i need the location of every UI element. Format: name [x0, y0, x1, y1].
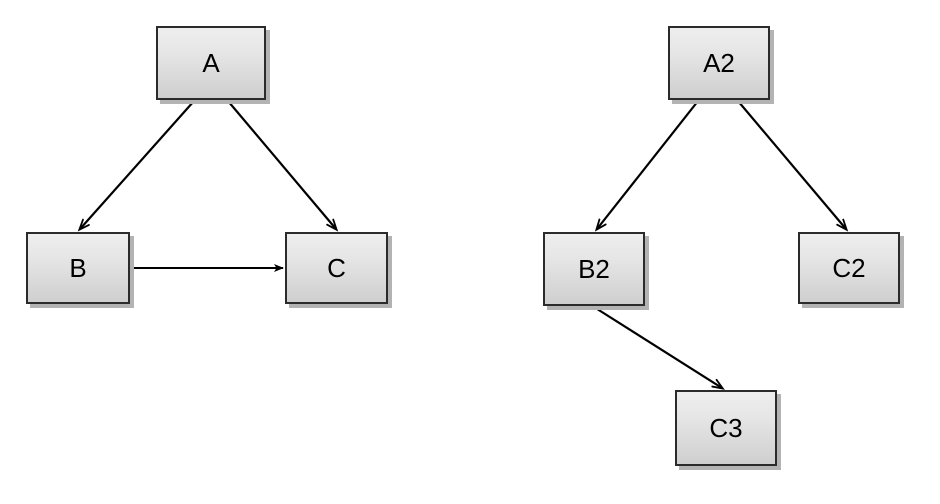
node-c2[interactable]: C2: [798, 232, 900, 304]
node-c3[interactable]: C3: [675, 390, 777, 466]
node-label-c3: C3: [709, 413, 743, 443]
edge-b2-to-c3: [593, 306, 725, 390]
edge-a2-to-c2: [737, 100, 849, 232]
node-label-c2: C2: [832, 253, 866, 283]
edge-a-to-b: [77, 100, 195, 232]
node-b2[interactable]: B2: [543, 232, 645, 306]
edges-group: [77, 100, 849, 390]
edge-a-to-c: [227, 100, 339, 232]
node-a2[interactable]: A2: [668, 26, 770, 100]
node-c[interactable]: C: [285, 232, 388, 304]
node-label-a2: A2: [703, 48, 735, 78]
node-label-b: B: [69, 253, 87, 283]
node-a[interactable]: A: [156, 26, 266, 100]
node-b[interactable]: B: [26, 232, 130, 304]
node-label-c: C: [327, 253, 346, 283]
node-label-b2: B2: [578, 254, 610, 284]
node-label-a: A: [202, 48, 220, 78]
edge-a2-to-b2: [594, 100, 699, 232]
